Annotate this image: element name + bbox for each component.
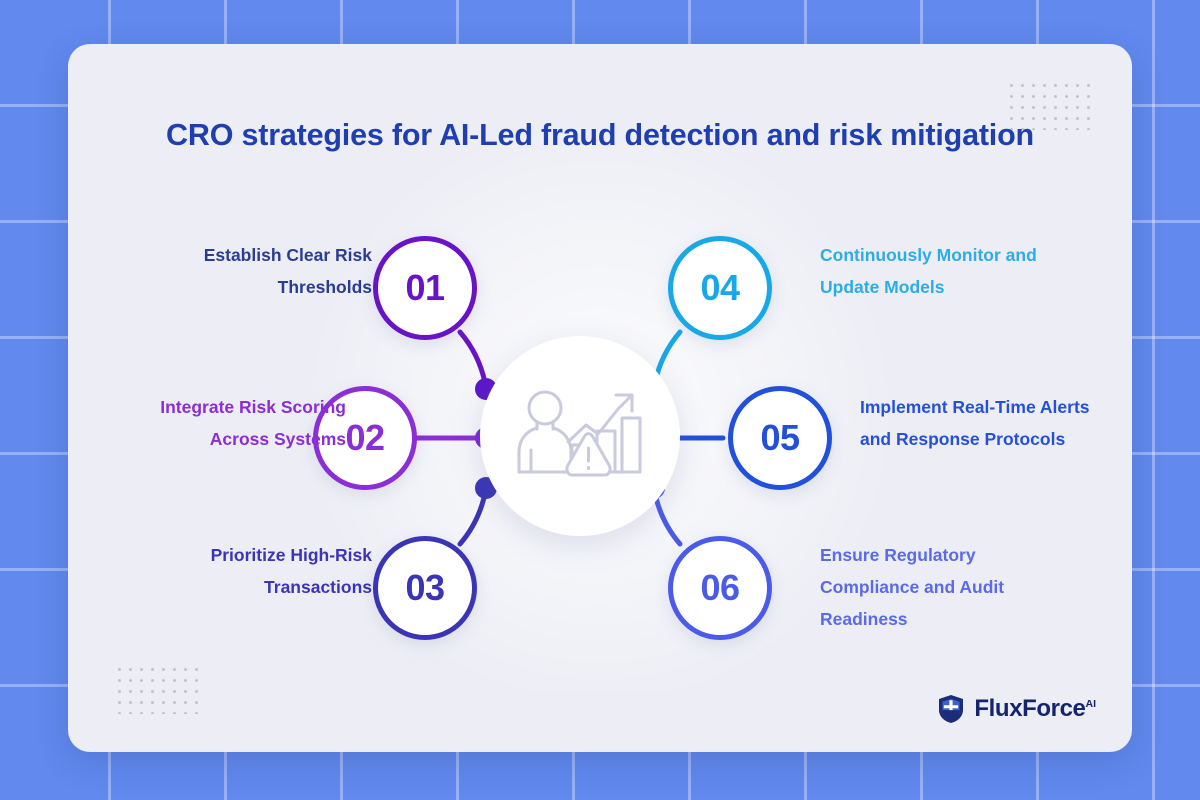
connector-path-01 bbox=[457, 329, 489, 391]
dot-grid-decoration-top-right bbox=[1006, 80, 1094, 130]
step-node-01[interactable]: 01 bbox=[373, 236, 477, 340]
step-label-02: Integrate Risk Scoring Across Systems bbox=[160, 397, 346, 449]
step-number-01: 01 bbox=[405, 267, 445, 308]
step-node-03[interactable]: 03 bbox=[373, 536, 477, 640]
step-node-04[interactable]: 04 bbox=[668, 236, 772, 340]
step-node-05[interactable]: 05 bbox=[728, 386, 832, 490]
step-label-03: Prioritize High-Risk Transactions bbox=[210, 545, 372, 597]
risk-analytics-icon bbox=[517, 390, 642, 477]
content-card: CRO strategies for AI-Led fraud detectio… bbox=[68, 44, 1132, 752]
step-number-02: 02 bbox=[345, 417, 385, 458]
logo-name: FluxForce bbox=[974, 695, 1086, 722]
step-number-06: 06 bbox=[700, 567, 740, 608]
dot-grid-decoration-bottom-left bbox=[114, 664, 206, 714]
shield-icon bbox=[939, 695, 964, 723]
step-label-04: Continuously Monitor and Update Models bbox=[820, 245, 1037, 297]
connector-path-03 bbox=[457, 485, 489, 547]
step-number-03: 03 bbox=[405, 567, 445, 608]
step-label-05: Implement Real-Time Alerts and Response … bbox=[860, 397, 1090, 449]
step-label-06: Ensure Regulatory Compliance and Audit R… bbox=[820, 545, 1005, 629]
step-node-06[interactable]: 06 bbox=[668, 536, 772, 640]
step-label-01: Establish Clear Risk Thresholds bbox=[203, 245, 372, 297]
page-title: CRO strategies for AI-Led fraud detectio… bbox=[166, 118, 1034, 152]
logo-wordmark: FluxForceAI bbox=[974, 695, 1096, 723]
logo-superscript: AI bbox=[1085, 698, 1097, 710]
step-number-05: 05 bbox=[760, 417, 800, 458]
center-hub bbox=[480, 336, 680, 536]
brand-logo: FluxForceAI bbox=[937, 694, 1096, 724]
step-node-02[interactable]: 02 bbox=[313, 386, 417, 490]
step-number-04: 04 bbox=[700, 267, 740, 308]
